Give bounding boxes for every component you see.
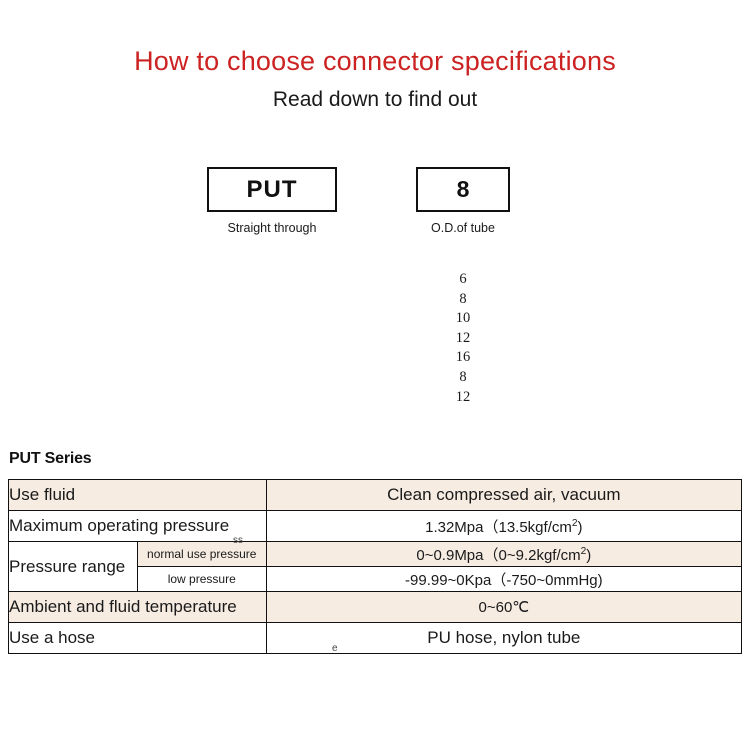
tube-size-option: 16 (455, 349, 471, 366)
spec-value-use-a-hose: PU hose, nylon tube (265, 622, 743, 654)
connector-code-caption-series: Straight through (227, 221, 317, 235)
value-prefix: 0~0.9Mpa（0~9.2kgf/cm (416, 546, 581, 564)
page-subtitle: Read down to find out (272, 88, 478, 111)
table-row: Use fluid Clean compressed air, vacuum (8, 479, 743, 511)
connector-code-box-series: PUT (207, 167, 337, 212)
spec-label-ambient-fluid-temperature: Ambient and fluid temperature (8, 591, 267, 623)
tube-size-option: 12 (455, 329, 471, 346)
value-superscript: 2 (571, 517, 578, 529)
spec-value-normal-use-pressure: 0~0.9Mpa（0~9.2kgf/cm2) (265, 541, 743, 567)
tube-size-option: 8 (459, 290, 467, 307)
connector-code-caption-tube-size: O.D.of tube (431, 221, 495, 235)
spec-label-use-fluid: Use fluid (8, 479, 267, 511)
tube-size-option-list: 6 8 10 12 16 8 12 (416, 270, 510, 407)
spec-label-pressure-range: Pressure range (8, 541, 138, 592)
value-suffix: ) (577, 518, 583, 536)
value-superscript: 2 (580, 545, 587, 557)
spec-table: Use fluid Clean compressed air, vacuum M… (8, 479, 743, 654)
value-prefix: 1.32Mpa（13.5kgf/cm (425, 518, 572, 536)
table-row: Use a hose PU hose, nylon tube (8, 622, 743, 654)
spec-value-ambient-fluid-temperature: 0~60℃ (265, 591, 743, 623)
page-title: How to choose connector specifications (134, 46, 616, 76)
tube-size-option: 10 (455, 310, 471, 327)
spec-sublabel-normal-use-pressure: normal use pressure (136, 541, 267, 567)
spec-value-low-pressure: -99.99~0Kpa（-750~0mmHg) (265, 566, 743, 592)
spec-value-max-operating-pressure: 1.32Mpa（13.5kgf/cm2) (265, 510, 743, 542)
spec-label-max-operating-pressure: Maximum operating pressure (8, 510, 267, 542)
connector-code-box-tube-size: 8 (416, 167, 510, 212)
table-row: Ambient and fluid temperature 0~60℃ (8, 591, 743, 623)
spec-sublabel-low-pressure: low pressure (136, 566, 267, 592)
spec-value-use-fluid: Clean compressed air, vacuum (265, 479, 743, 511)
value-suffix: ) (586, 546, 592, 564)
table-row: Pressure range normal use pressure 0~0.9… (8, 541, 743, 592)
spec-series-label: PUT Series (9, 450, 92, 467)
tube-size-option: 8 (459, 368, 467, 385)
tube-size-option: 12 (455, 388, 471, 405)
spec-label-use-a-hose: Use a hose (8, 622, 267, 654)
tube-size-option: 6 (459, 271, 467, 287)
table-row: Maximum operating pressure 1.32Mpa（13.5k… (8, 510, 743, 542)
